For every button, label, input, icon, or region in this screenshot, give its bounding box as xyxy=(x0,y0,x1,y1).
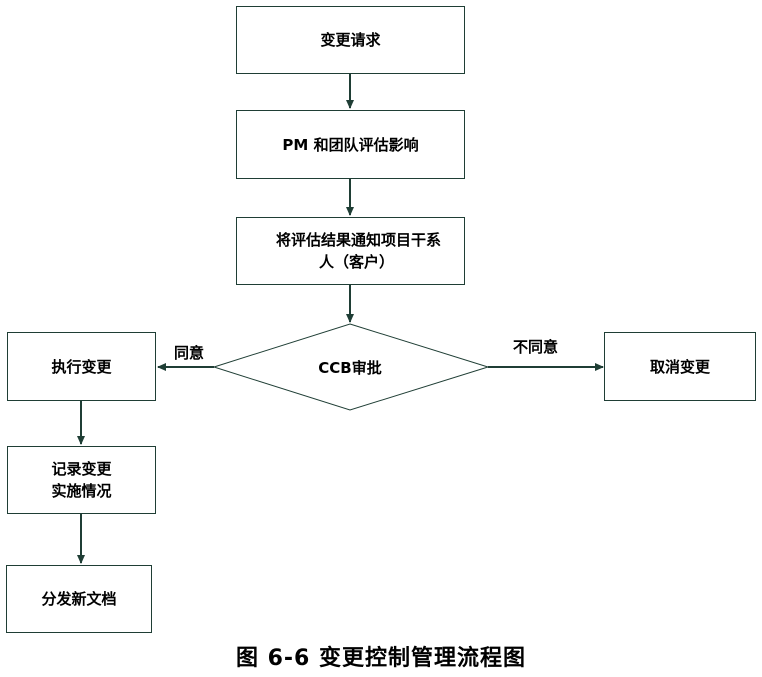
node-assess-impact: PM 和团队评估影响 xyxy=(236,110,465,179)
node-record-label-line1: 记录变更 xyxy=(51,460,112,478)
edge-label-agree: 同意 xyxy=(174,344,205,362)
node-record-label-line2: 实施情况 xyxy=(51,482,112,500)
node-execute-change: 执行变更 xyxy=(7,332,156,401)
node-notify-label-line1: 将评估结果通知项目干系 xyxy=(275,231,441,249)
node-change-request-label: 变更请求 xyxy=(320,31,381,49)
node-distribute-docs: 分发新文档 xyxy=(6,565,152,633)
node-notify-label-line2: 人（客户） xyxy=(319,253,395,271)
node-distribute-docs-label: 分发新文档 xyxy=(41,590,117,608)
edge-label-disagree: 不同意 xyxy=(513,338,559,356)
node-record-change: 记录变更 实施情况 xyxy=(7,446,156,514)
ccb-approval-label: CCB审批 xyxy=(318,359,382,377)
ccb-decision-diamond xyxy=(212,323,490,411)
figure-caption: 图 6-6 变更控制管理流程图 xyxy=(235,646,527,671)
node-cancel-change-label: 取消变更 xyxy=(649,357,710,376)
node-execute-change-label: 执行变更 xyxy=(51,357,112,376)
node-assess-impact-label: PM 和团队评估影响 xyxy=(282,135,419,154)
node-change-request: 变更请求 xyxy=(236,6,465,74)
node-cancel-change: 取消变更 xyxy=(604,332,756,401)
node-notify-stakeholders: 将评估结果通知项目干系 人（客户） xyxy=(236,217,465,285)
